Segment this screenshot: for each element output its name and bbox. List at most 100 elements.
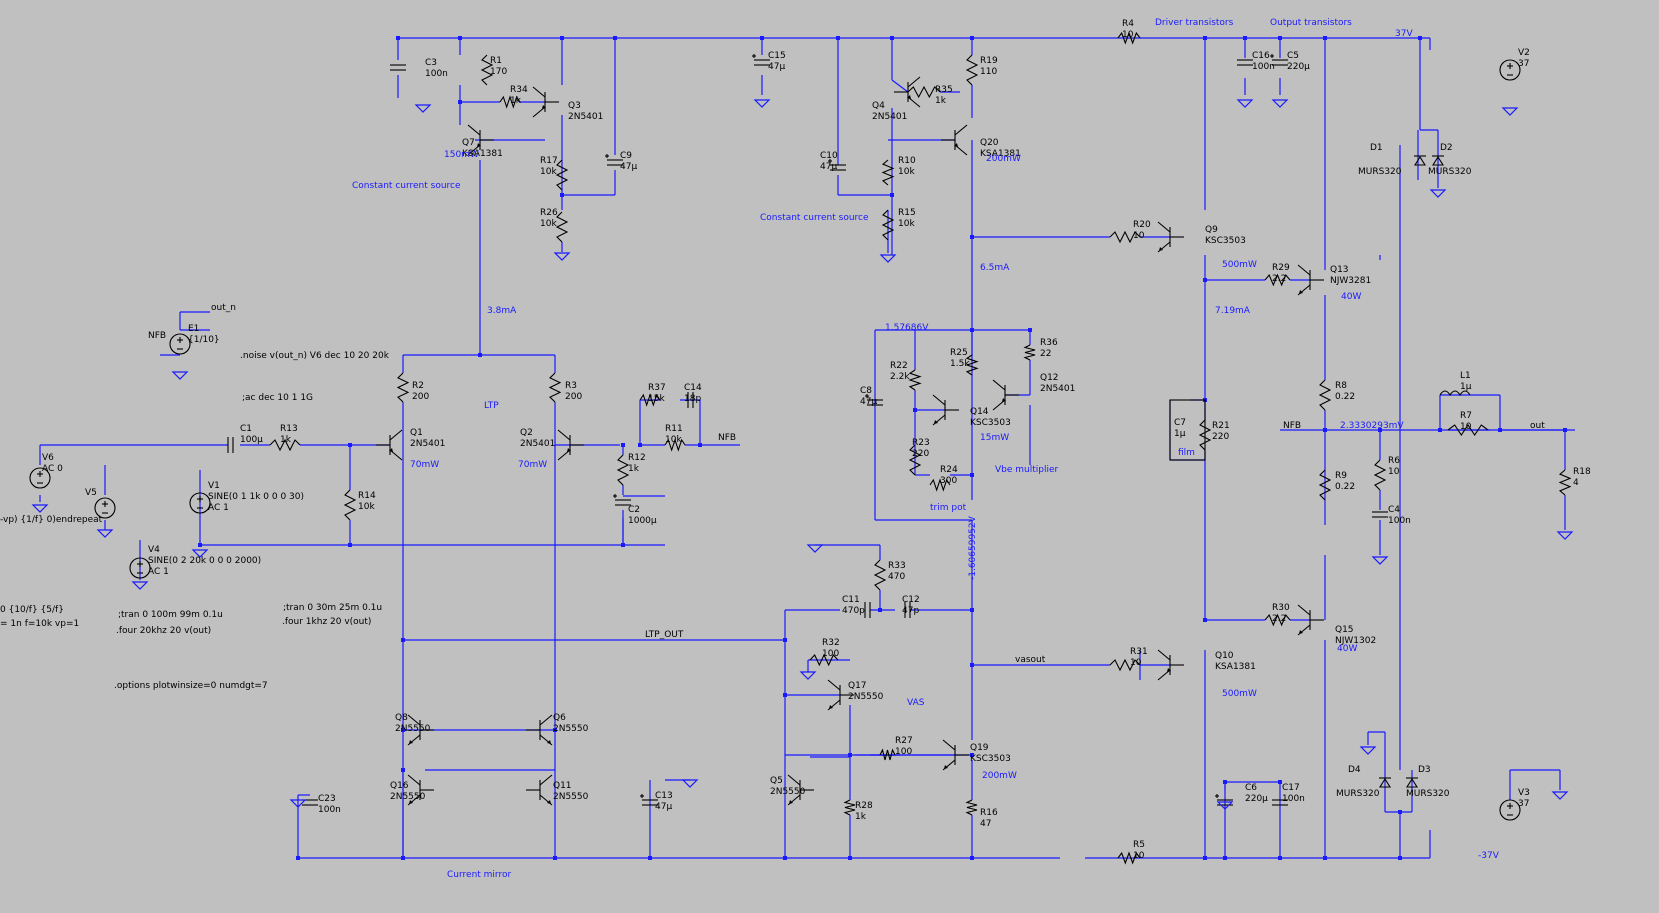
Q20-transistor[interactable] xyxy=(941,124,968,156)
D3-diode[interactable] xyxy=(1406,777,1418,788)
R30-resistor[interactable] xyxy=(1264,613,1291,627)
Q13-transistor[interactable] xyxy=(1297,264,1324,296)
C1-value: 100µ xyxy=(240,435,263,445)
Q10-transistor[interactable] xyxy=(1157,649,1184,681)
C1-capacitor[interactable] xyxy=(227,437,234,453)
Q2-transistor[interactable] xyxy=(557,429,584,461)
R9-resistor[interactable] xyxy=(1318,469,1332,501)
C16-label: C16 xyxy=(1252,51,1270,61)
R17-resistor[interactable] xyxy=(555,159,569,191)
R27-resistor[interactable] xyxy=(879,748,896,761)
C4-capacitor[interactable] xyxy=(1372,511,1388,518)
R32-resistor[interactable] xyxy=(809,653,839,667)
R14-resistor[interactable] xyxy=(343,489,357,521)
Q16-transistor[interactable] xyxy=(407,774,434,806)
E1-voltage-source[interactable] xyxy=(169,333,191,355)
C11-capacitor[interactable] xyxy=(864,602,871,618)
Q3-transistor[interactable] xyxy=(532,86,559,118)
Q8-transistor[interactable] xyxy=(407,714,434,746)
R20-resistor[interactable] xyxy=(1109,230,1141,244)
V4-voltage-source[interactable] xyxy=(129,557,151,579)
R6-resistor[interactable] xyxy=(1373,459,1387,491)
R25-resistor[interactable] xyxy=(965,354,979,376)
C7-capacitor[interactable] xyxy=(1169,399,1206,461)
R5-resistor[interactable] xyxy=(1117,851,1141,865)
C6-capacitor[interactable] xyxy=(1215,794,1233,806)
R16-resistor[interactable] xyxy=(965,799,978,816)
C3-label: C3 xyxy=(425,58,437,68)
C15-capacitor[interactable] xyxy=(752,54,770,66)
C17-capacitor[interactable] xyxy=(1272,799,1288,806)
R35-resistor[interactable] xyxy=(907,85,941,99)
R12-resistor[interactable] xyxy=(616,454,630,486)
R7-resistor[interactable] xyxy=(1447,424,1489,436)
Q17-transistor[interactable] xyxy=(827,679,854,711)
R34-resistor[interactable] xyxy=(499,95,521,109)
R23-resistor[interactable] xyxy=(908,444,922,476)
Q1-transistor[interactable] xyxy=(376,429,403,461)
R29-label: R29 xyxy=(1272,263,1290,273)
C2-capacitor[interactable] xyxy=(613,494,631,506)
C14-capacitor[interactable] xyxy=(687,392,694,408)
C9-capacitor[interactable] xyxy=(605,154,623,166)
C12-capacitor[interactable] xyxy=(904,602,911,618)
R31-resistor[interactable] xyxy=(1109,658,1141,672)
Q15-model: NJW1302 xyxy=(1335,636,1376,646)
L1-inductor[interactable] xyxy=(1439,390,1471,397)
R36-resistor[interactable] xyxy=(1023,344,1036,361)
Q14-transistor[interactable] xyxy=(932,394,959,426)
C8-capacitor[interactable] xyxy=(865,394,883,406)
R8-label: R8 xyxy=(1335,381,1347,391)
Q15-transistor[interactable] xyxy=(1297,604,1324,636)
Q4-transistor[interactable] xyxy=(894,76,921,108)
Q6-transistor[interactable] xyxy=(526,714,553,746)
R14-value: 10k xyxy=(358,502,375,512)
Q9-transistor[interactable] xyxy=(1157,221,1184,253)
Q19-transistor[interactable] xyxy=(942,739,969,771)
R13-resistor[interactable] xyxy=(269,438,301,452)
C16-capacitor[interactable] xyxy=(1237,59,1253,66)
V2-voltage-source[interactable] xyxy=(1499,59,1521,81)
R1-resistor[interactable] xyxy=(480,54,494,86)
R3-resistor[interactable] xyxy=(548,372,562,403)
R4-resistor[interactable] xyxy=(1117,31,1141,45)
V1-voltage-source[interactable] xyxy=(189,492,211,514)
Q11-transistor[interactable] xyxy=(526,774,553,806)
Q7-transistor[interactable] xyxy=(467,124,494,156)
C13-capacitor[interactable] xyxy=(640,794,658,806)
V3-voltage-source[interactable] xyxy=(1499,799,1521,821)
Q12-label: Q12 xyxy=(1040,373,1059,383)
C10-capacitor[interactable] xyxy=(828,159,846,171)
R10-resistor[interactable] xyxy=(881,159,895,186)
R2-resistor[interactable] xyxy=(396,372,410,403)
R11-resistor[interactable] xyxy=(664,438,686,452)
Q12-transistor[interactable] xyxy=(992,379,1019,411)
R26-resistor[interactable] xyxy=(555,211,569,243)
C5-capacitor[interactable] xyxy=(1270,54,1288,66)
R8-resistor[interactable] xyxy=(1318,379,1332,411)
R19-resistor[interactable] xyxy=(965,54,979,86)
V6-voltage-source[interactable] xyxy=(29,467,51,489)
label-p_q14: 15mW xyxy=(980,433,1009,443)
R33-resistor[interactable] xyxy=(873,559,887,591)
R21-resistor[interactable] xyxy=(1198,419,1212,451)
R9-label: R9 xyxy=(1335,471,1347,481)
C3-capacitor[interactable] xyxy=(390,64,406,71)
Q3-label: Q3 xyxy=(568,101,581,111)
R32-value: 100 xyxy=(822,649,839,659)
D4-diode[interactable] xyxy=(1379,777,1391,788)
Q5-transistor[interactable] xyxy=(787,774,814,806)
R22-resistor[interactable] xyxy=(908,369,922,391)
D2-diode[interactable] xyxy=(1432,155,1444,166)
D1-diode[interactable] xyxy=(1414,155,1426,166)
R37-resistor[interactable] xyxy=(639,393,661,407)
R28-resistor[interactable] xyxy=(843,799,856,816)
R24-resistor[interactable] xyxy=(929,478,951,492)
V1-value: SINE(0 1 1k 0 0 0 30) xyxy=(208,492,304,502)
R15-resistor[interactable] xyxy=(881,209,895,241)
V5-voltage-source[interactable] xyxy=(94,497,116,519)
R20-value: 10 xyxy=(1133,231,1145,241)
R29-resistor[interactable] xyxy=(1264,273,1291,287)
R18-resistor[interactable] xyxy=(1558,469,1572,496)
